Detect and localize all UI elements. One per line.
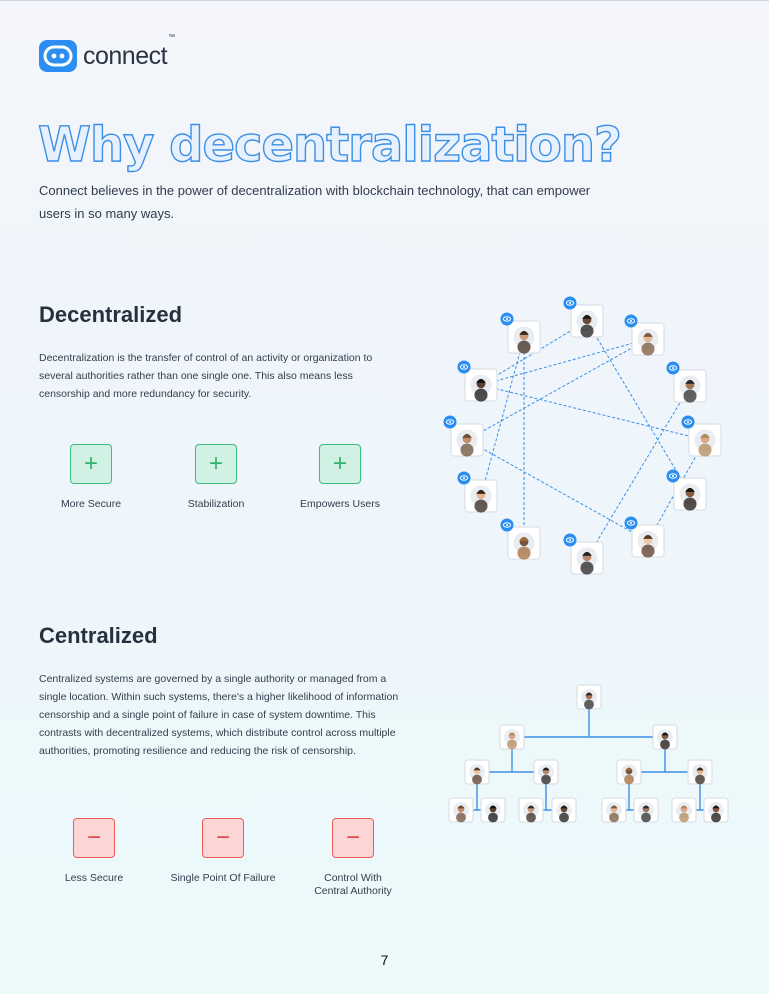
decentralized-description: Decentralization is the transfer of cont… (39, 352, 373, 400)
hierarchy-root-avatar (576, 684, 602, 710)
plus-icon: + (195, 444, 237, 484)
eye-icon (563, 533, 577, 547)
eye-icon (500, 312, 514, 326)
eye-icon (443, 415, 457, 429)
hierarchy-node-avatar (703, 797, 729, 823)
centralized-description: Centralized systems are governed by a si… (39, 673, 399, 757)
network-node-avatar (570, 304, 604, 338)
network-node-avatar (570, 541, 604, 575)
hierarchy-node-avatar (533, 759, 559, 785)
eye-icon (624, 516, 638, 530)
minus-icon: − (73, 818, 115, 858)
hierarchy-node-avatar (464, 759, 490, 785)
connect-logo-icon (39, 40, 77, 72)
eye-icon (666, 361, 680, 375)
eye-icon (457, 471, 471, 485)
decentralized-heading: Decentralized (39, 302, 183, 327)
feature-less-secure: − Less Secure (34, 818, 154, 885)
page-title: Why decentralization? (37, 116, 622, 173)
network-node-avatar (631, 322, 665, 356)
network-node-avatar (688, 423, 722, 457)
network-node-avatar (507, 526, 541, 560)
network-node-avatar (631, 524, 665, 558)
hierarchy-node-avatar (518, 797, 544, 823)
top-border (0, 0, 769, 1)
hierarchy-node-avatar (671, 797, 697, 823)
network-link (586, 320, 691, 495)
minus-icon: − (202, 818, 244, 858)
hierarchy-node-avatar (616, 759, 642, 785)
hierarchy-node-avatar (480, 797, 506, 823)
plus-icon: + (319, 444, 361, 484)
minus-icon: − (332, 818, 374, 858)
hierarchy-node-avatar (448, 797, 474, 823)
eye-icon (457, 360, 471, 374)
network-node-avatar (464, 479, 498, 513)
eye-icon (624, 314, 638, 328)
hierarchy-node-avatar (633, 797, 659, 823)
eye-icon (666, 469, 680, 483)
feature-more-secure: + More Secure (31, 444, 151, 511)
network-link (466, 439, 649, 542)
plus-icon: + (70, 444, 112, 484)
hierarchy-node-avatar (687, 759, 713, 785)
network-link (480, 336, 525, 497)
eye-icon (681, 415, 695, 429)
feature-stabilization: + Stabilization (156, 444, 276, 511)
network-link (586, 385, 691, 559)
network-node-avatar (450, 423, 484, 457)
page-number: 7 (380, 952, 389, 968)
eye-icon (500, 518, 514, 532)
network-node-avatar (464, 368, 498, 402)
centralized-heading: Centralized (39, 623, 158, 648)
brand-name: connect™ (83, 33, 175, 70)
feature-central-authority: − Control With Central Authority (293, 818, 413, 898)
network-node-avatar (673, 477, 707, 511)
intro-paragraph: Connect believes in the power of decentr… (39, 183, 591, 221)
eye-icon (563, 296, 577, 310)
feature-single-point-of-failure: − Single Point Of Failure (163, 818, 283, 885)
hierarchy-node-avatar (652, 724, 678, 750)
network-link (480, 338, 649, 386)
hierarchy-node-avatar (499, 724, 525, 750)
network-link (480, 384, 706, 441)
network-node-avatar (507, 320, 541, 354)
brand-logo[interactable]: connect™ (39, 33, 175, 72)
network-link (466, 338, 649, 441)
network-node-avatar (673, 369, 707, 403)
feature-empowers-users: + Empowers Users (280, 444, 400, 511)
hierarchy-node-avatar (551, 797, 577, 823)
hierarchy-node-avatar (601, 797, 627, 823)
